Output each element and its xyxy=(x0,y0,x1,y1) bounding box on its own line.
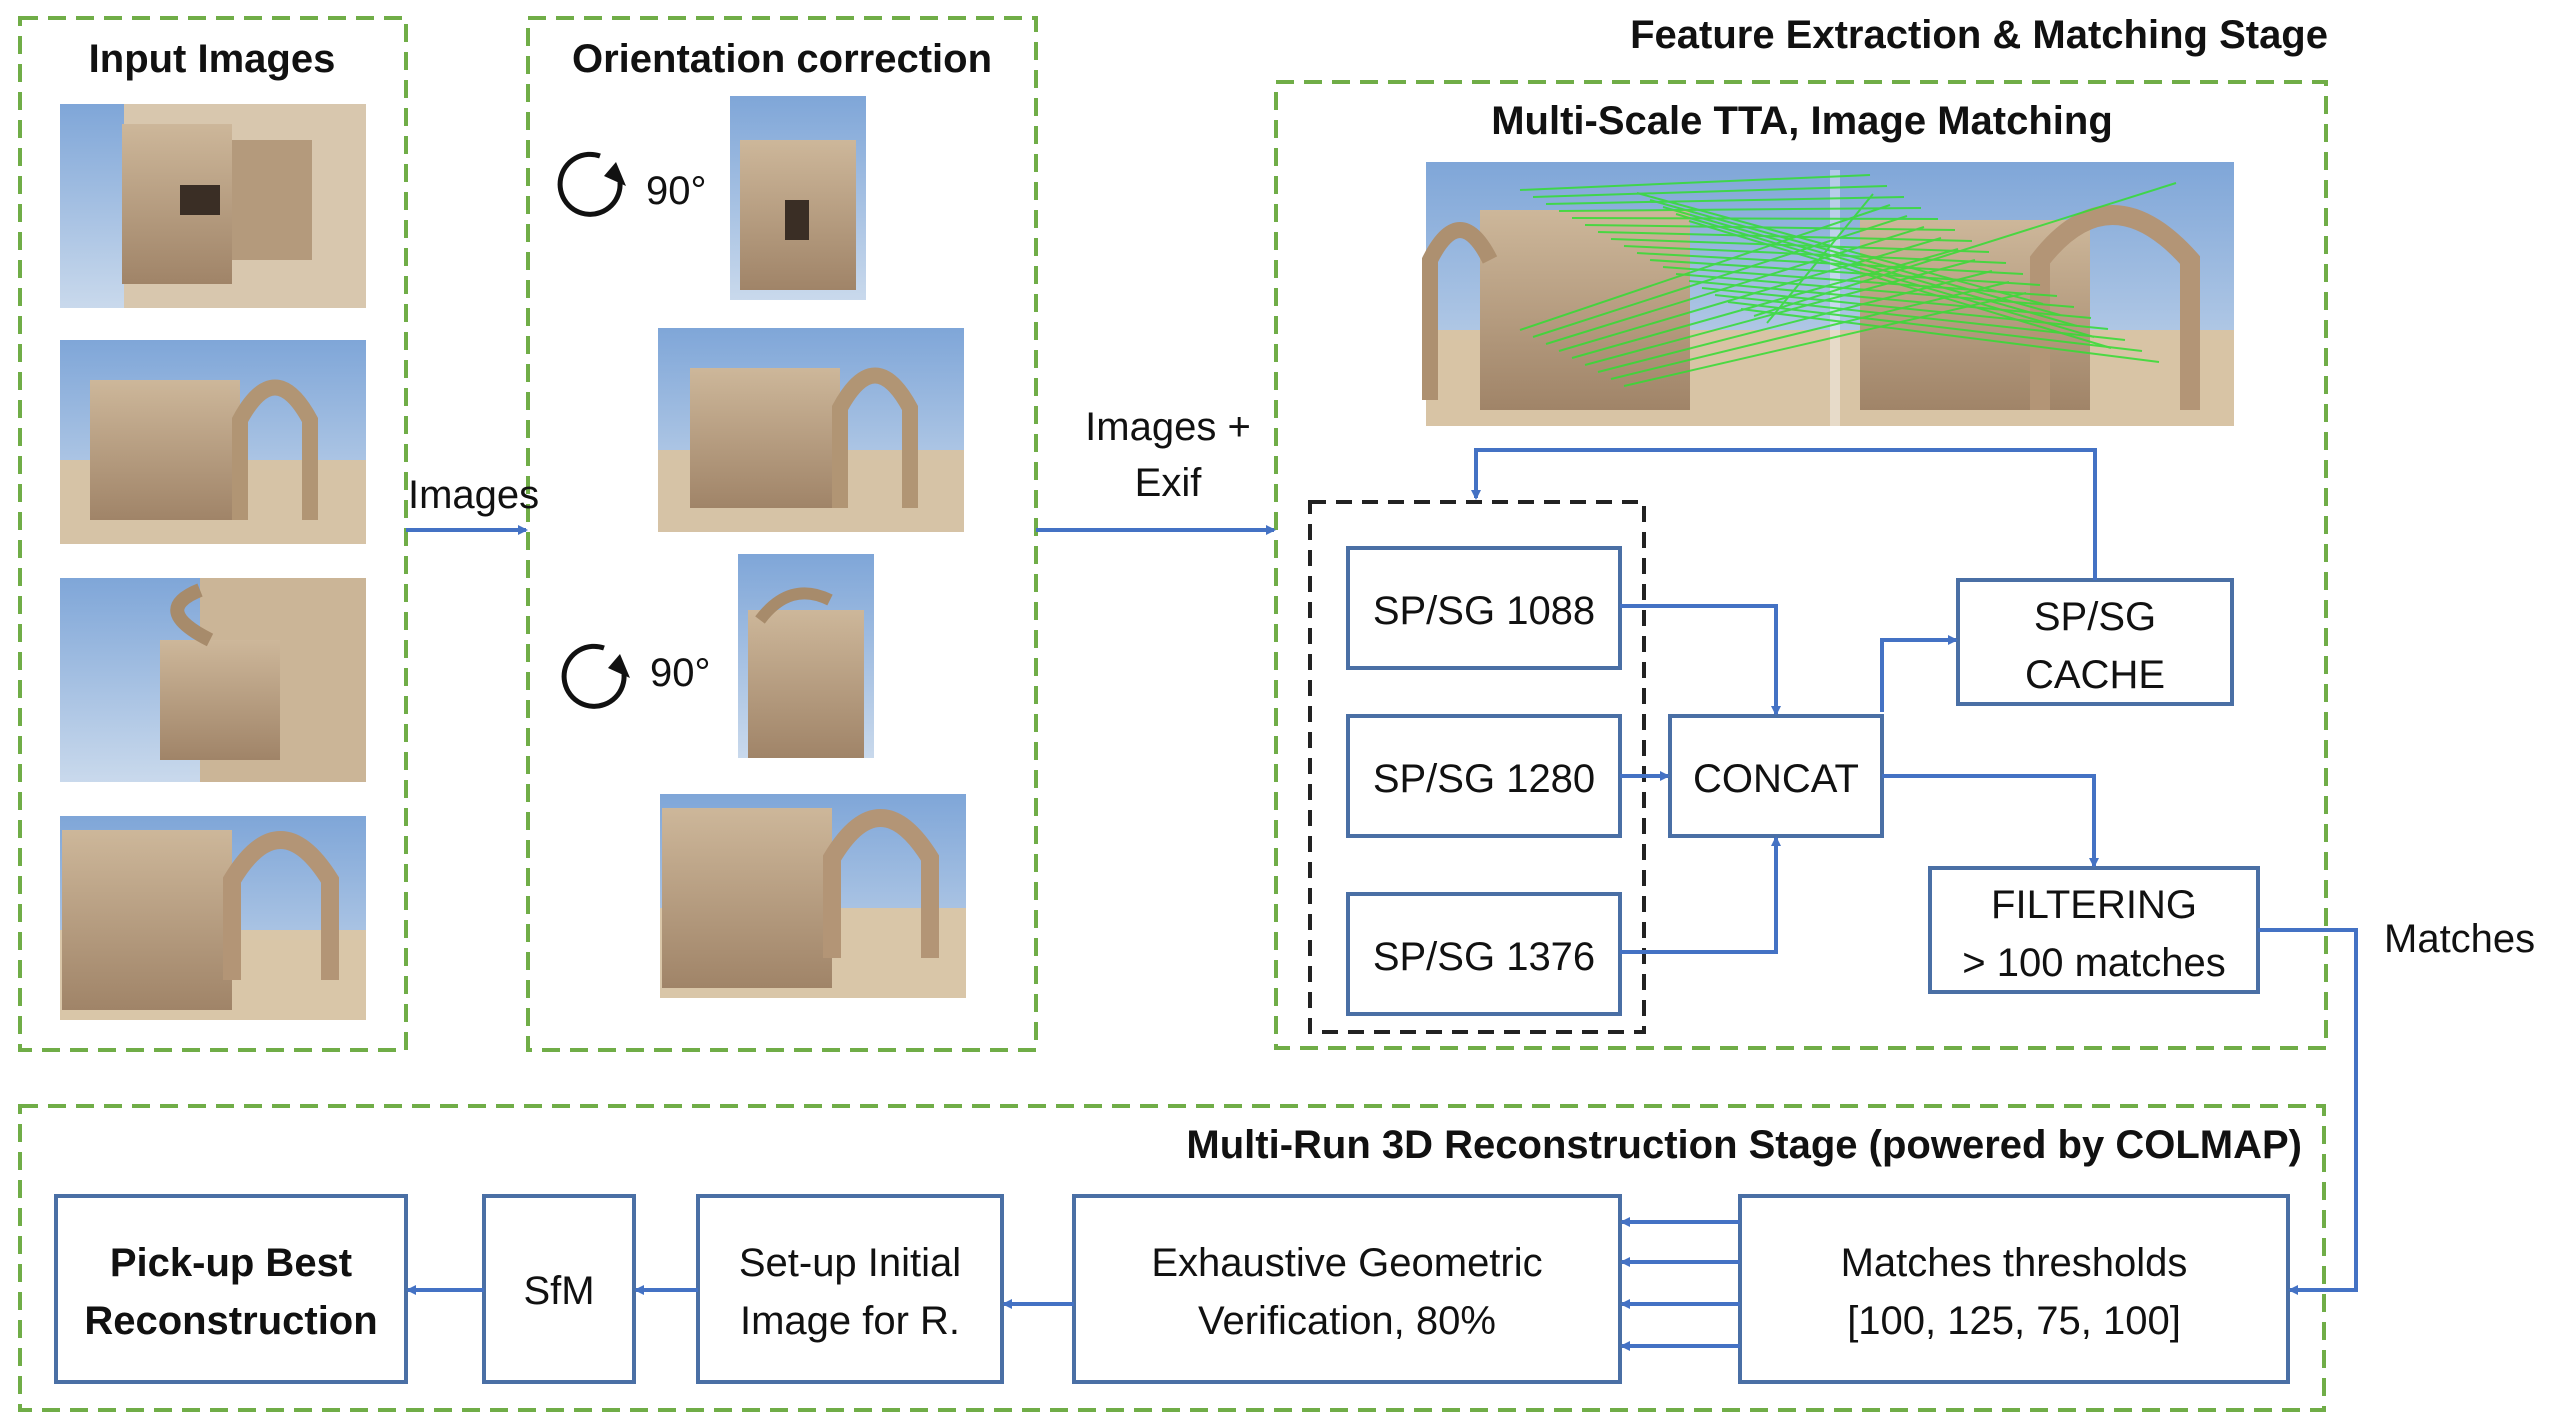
matches-thresholds-label-line2: [100, 125, 75, 100] xyxy=(1847,1299,2181,1343)
rotate-clockwise-icon xyxy=(561,643,630,709)
geometric-verification-label-line1: Exhaustive Geometric xyxy=(1151,1241,1542,1285)
sp-sg-1376-label: SP/SG 1376 xyxy=(1373,935,1595,979)
match-line xyxy=(1675,213,2095,338)
match-line xyxy=(1545,196,1905,205)
match-line xyxy=(1532,215,1908,338)
pick-best-label-line2: Reconstruction xyxy=(84,1299,377,1343)
arrow-1088-to-concat xyxy=(1620,604,1781,716)
rotate-clockwise-icon xyxy=(557,151,626,217)
input-photo-4 xyxy=(60,816,366,1020)
input-photo-3 xyxy=(60,578,366,782)
sfm-box xyxy=(482,1194,636,1384)
arrow-concat-to-filtering xyxy=(1882,774,2099,868)
arrow-1376-to-concat xyxy=(1620,836,1781,954)
pick-best-label-line1: Pick-up Best xyxy=(110,1241,352,1285)
edge-label-images-exif-line2: Exif xyxy=(1135,461,1203,505)
matches-thresholds-label-line1: Matches thresholds xyxy=(1841,1241,2188,1285)
match-line xyxy=(1688,280,2092,319)
match-line xyxy=(1753,182,2177,317)
sfm-label: SfM xyxy=(523,1269,594,1313)
reconstruction-stage-panel xyxy=(18,1104,2326,1412)
match-line xyxy=(1558,237,1942,352)
sp-sg-1088-label: SP/SG 1088 xyxy=(1373,589,1595,633)
match-line xyxy=(1597,231,1973,242)
filtering-label-line1: FILTERING xyxy=(1991,883,2197,927)
cache-box xyxy=(1956,578,2234,706)
corrected-photo-1 xyxy=(730,96,866,300)
sp-sg-1280-label: SP/SG 1280 xyxy=(1373,757,1595,801)
match-line xyxy=(1649,199,2061,316)
match-line xyxy=(1532,185,1888,198)
match-line xyxy=(1519,174,1871,191)
match-line xyxy=(1688,220,2112,349)
feature-stage-title: Feature Extraction & Matching Stage xyxy=(1630,13,2328,57)
edge-label-images: Images xyxy=(408,473,539,517)
orientation-panel xyxy=(526,16,1038,1052)
reconstruction-stage-title: Multi-Run 3D Reconstruction Stage (power… xyxy=(1186,1123,2302,1167)
corrected-photo-3 xyxy=(738,554,874,758)
rotation-angle-1: 90° xyxy=(646,169,707,213)
concat-label: CONCAT xyxy=(1693,757,1859,801)
matching-image-pair xyxy=(1422,162,2234,426)
geometric-verification-box xyxy=(1072,1194,1622,1384)
pick-best-box xyxy=(54,1194,408,1384)
filtering-label-line2: > 100 matches xyxy=(1962,941,2226,985)
sp-sg-1088-box xyxy=(1346,546,1622,670)
match-line xyxy=(1662,266,2058,297)
match-lines xyxy=(1519,174,2177,387)
arrow-filtering-to-thresholds xyxy=(2258,928,2358,1295)
match-line xyxy=(1545,226,1925,345)
match-line xyxy=(1584,224,1956,231)
match-line xyxy=(1636,192,2044,305)
match-line xyxy=(1662,206,2078,327)
input-photo-1 xyxy=(60,104,366,308)
arrow-concat-to-cache xyxy=(1880,635,1958,712)
match-line xyxy=(1571,217,1939,220)
input-images-panel xyxy=(18,16,408,1052)
feature-stage-subtitle: Multi-Scale TTA, Image Matching xyxy=(1491,99,2113,143)
input-photo-2 xyxy=(60,340,366,544)
sp-sg-1280-box xyxy=(1346,714,1622,838)
sp-sg-1376-box xyxy=(1346,892,1622,1016)
cache-label-line1: SP/SG xyxy=(2034,595,2156,639)
initial-image-label-line2: Image for R. xyxy=(740,1299,960,1343)
edge-label-images-exif-line1: Images + xyxy=(1085,405,1251,449)
multi-scale-group xyxy=(1308,500,1646,1034)
arrow-cache-feedback xyxy=(1471,448,2097,580)
match-line xyxy=(1623,292,2027,387)
corrected-photo-2 xyxy=(658,328,964,532)
orientation-title: Orientation correction xyxy=(572,37,992,81)
matches-thresholds-box xyxy=(1738,1194,2290,1384)
cache-label-line2: CACHE xyxy=(2025,653,2165,697)
initial-image-box xyxy=(696,1194,1004,1384)
rotation-angle-2: 90° xyxy=(650,651,711,695)
edge-label-matches: Matches xyxy=(2384,917,2535,961)
corrected-photo-4 xyxy=(660,794,966,998)
match-line xyxy=(1727,301,2143,352)
match-line xyxy=(1519,204,1891,331)
match-line xyxy=(1571,248,1959,359)
geometric-verification-label-line2: Verification, 80% xyxy=(1198,1299,1496,1343)
arrows xyxy=(406,448,2358,1351)
initial-image-label-line1: Set-up Initial xyxy=(739,1241,961,1285)
input-images-title: Input Images xyxy=(89,37,336,81)
match-line xyxy=(1675,273,2075,308)
